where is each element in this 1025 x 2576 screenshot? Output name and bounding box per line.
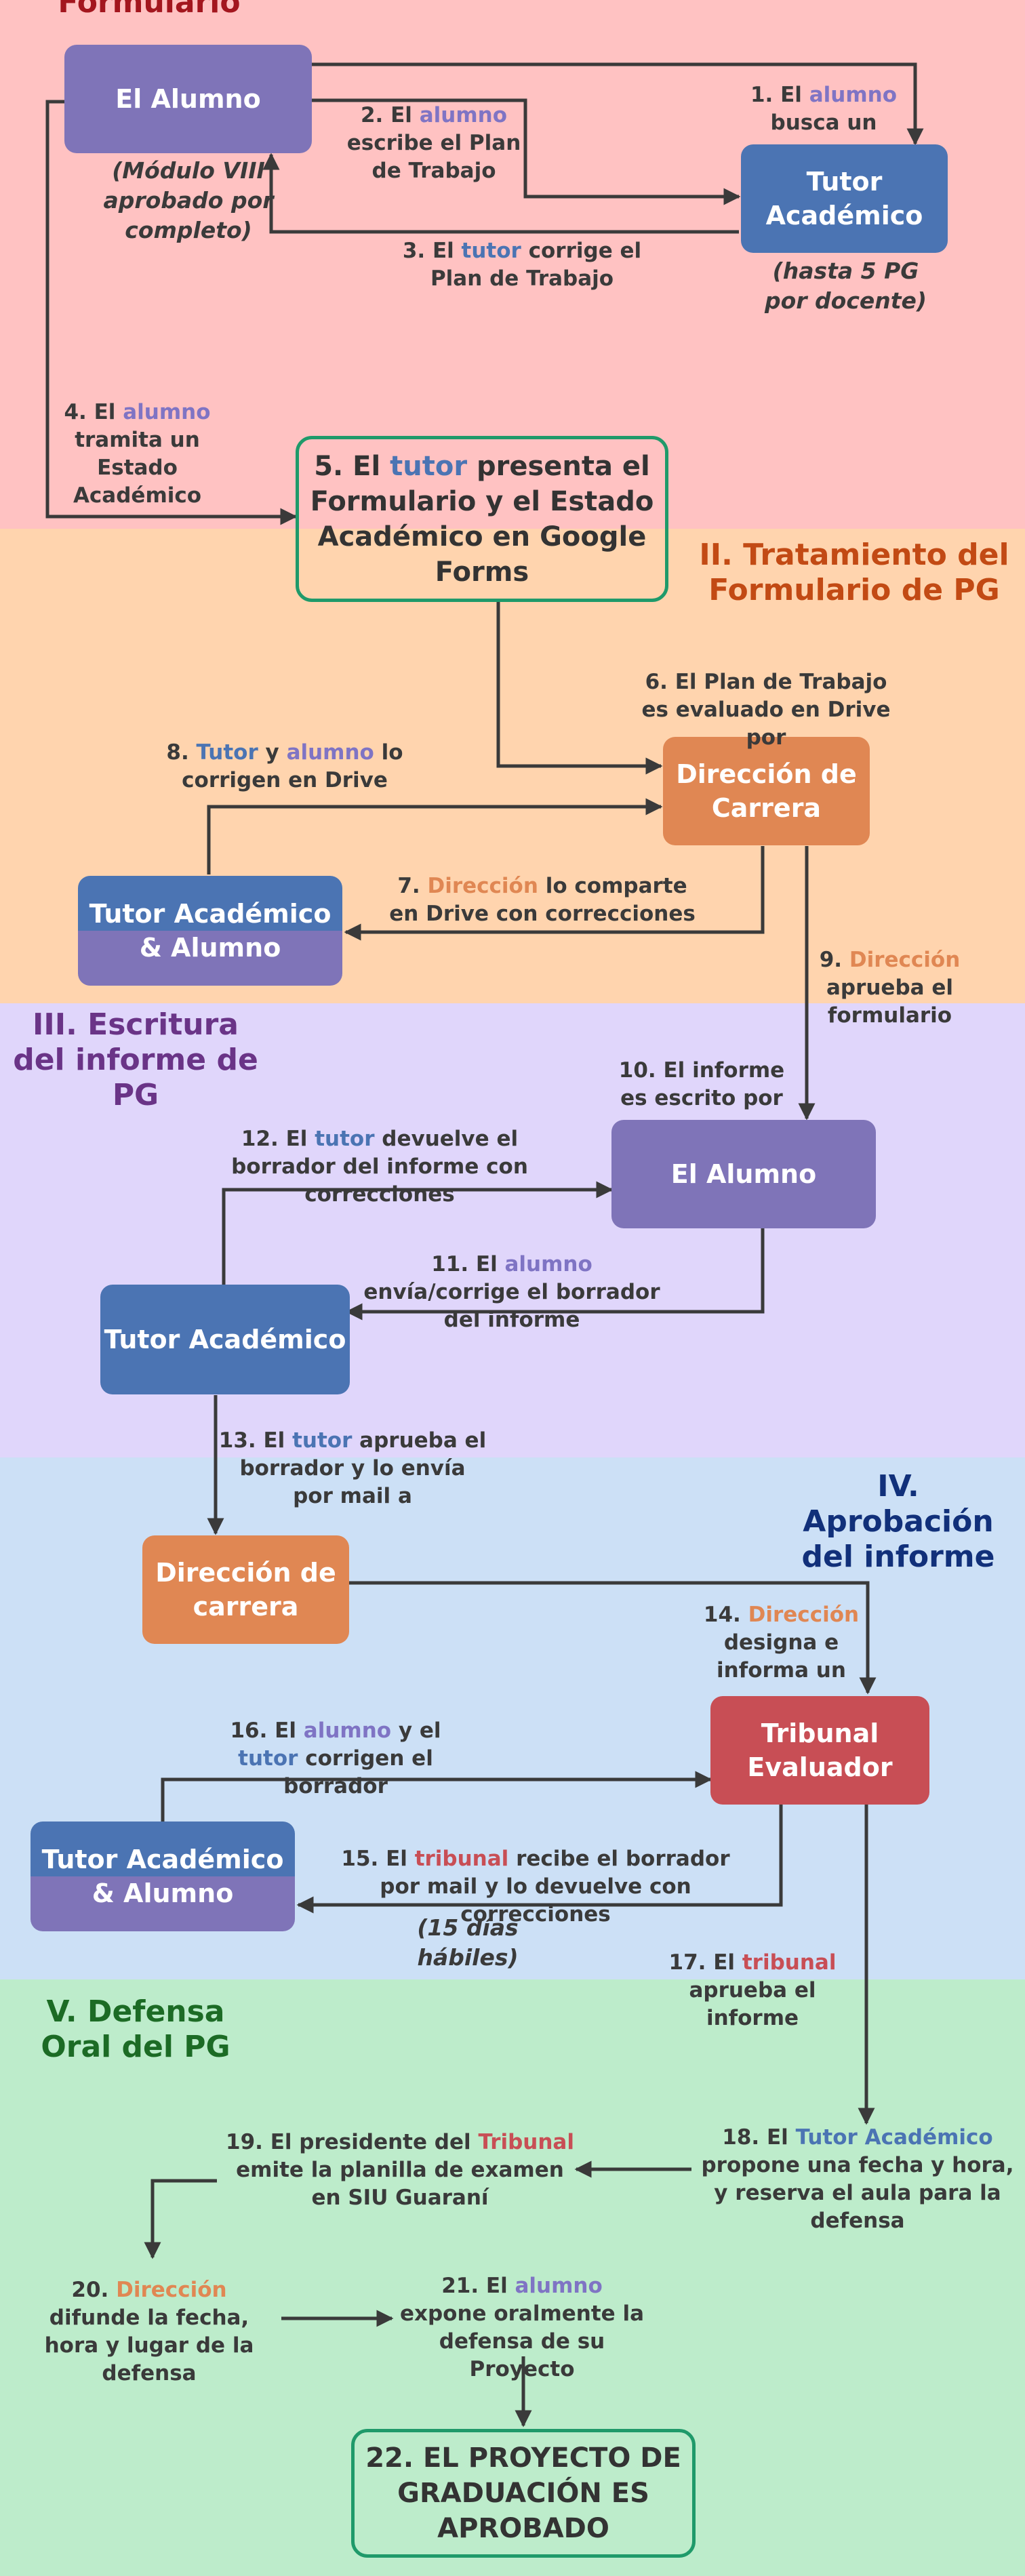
label-step-8: 8. Tutor y alumno lo corrigen en Drive <box>166 740 403 792</box>
node-proyecto-aprobado: 22. EL PROYECTO DE GRADUACIÓN ES APROBAD… <box>351 2429 696 2558</box>
node-tutor-alumno-1: Tutor Académico & Alumno <box>78 876 342 986</box>
section-title-formulario: Formulario <box>58 0 241 20</box>
arrow-4 <box>45 100 298 525</box>
label-step-13: 13. El tutor aprueba el borrador y lo en… <box>218 1428 487 1508</box>
arrow-8 <box>207 798 663 874</box>
node-tribunal-evaluador: Tribunal Evaluador <box>710 1696 929 1805</box>
arrow-16 <box>161 1771 712 1822</box>
label-step-1: 1. El alumno busca un <box>750 83 898 135</box>
label-step-14: 14. Dirección designa e informa un <box>703 1603 860 1683</box>
label-step-9: 9. Dirección aprueba el formulario <box>819 948 961 1028</box>
label-step-12: 12. El tutor devuelve el borrador del in… <box>231 1127 528 1207</box>
arrow-5 <box>496 602 663 775</box>
arrow-19 <box>144 2179 217 2259</box>
label-step-6: 6. El Plan de Trabajo es evaluado en Dri… <box>641 670 891 750</box>
arrow-7 <box>344 846 765 941</box>
node-tutor-academico-2: Tutor Académico <box>100 1285 350 1394</box>
node-tutor-academico-1: Tutor Académico <box>741 144 948 253</box>
label-step-3: 3. El tutor corrige el Plan de Trabajo <box>402 239 642 291</box>
node-el-alumno-2: El Alumno <box>611 1120 876 1228</box>
section-band-defensa <box>0 1979 1025 2576</box>
label-step-15-note: (15 días hábiles) <box>417 1914 519 1971</box>
label-step-16: 16. El alumno y el tutor corrigen el bor… <box>230 1718 441 1798</box>
node-el-alumno-1: El Alumno <box>64 45 312 153</box>
node-formulario: 5. El tutor presenta el Formulario y el … <box>296 436 668 602</box>
label-step-4: 4. El alumno tramita un Estado Académico <box>64 400 211 508</box>
tutor-note: (hasta 5 PG por docente) <box>764 258 927 314</box>
node-tutor-part: Tutor Académico <box>78 876 342 931</box>
arrow-11 <box>345 1228 765 1321</box>
alumno-note: (Módulo VIII aprobado por completo) <box>103 157 274 243</box>
node-alumno-part: & Alumno <box>78 931 342 986</box>
label-step-18: 18. El Tutor Académico propone una fecha… <box>701 2125 1014 2233</box>
node-alumno-part: & Alumno <box>31 1876 295 1931</box>
arrow-1 <box>312 62 924 146</box>
section-title-tratamiento: II. Tratamiento del Formulario de PG <box>699 538 1009 607</box>
arrow-15 <box>296 1805 783 1914</box>
arrow-3 <box>262 153 739 234</box>
arrow-12 <box>222 1181 614 1285</box>
node-direccion-de-carrera-1: Dirección de Carrera <box>663 737 870 845</box>
label-step-19: 19. El presidente del Tribunal emite la … <box>226 2130 574 2210</box>
arrow-14 <box>349 1581 877 1695</box>
section-title-defensa: V. Defensa Oral del PG <box>41 1994 230 2064</box>
section-title-escritura: III. Escritura del informe de PG <box>13 1007 258 1112</box>
arrow-2 <box>312 98 741 205</box>
label-step-11: 11. El alumno envía/corrige el borrador … <box>363 1252 660 1332</box>
node-direccion-de-carrera-2: Dirección de carrera <box>142 1535 349 1644</box>
label-step-15: 15. El tribunal recibe el borrador por m… <box>341 1847 730 1927</box>
label-step-20: 20. Dirección difunde la fecha, hora y l… <box>44 2278 254 2386</box>
node-tutor-part: Tutor Académico <box>31 1822 295 1876</box>
label-step-2: 2. El alumno escribe el Plan de Trabajo <box>346 103 521 183</box>
label-step-21: 21. El alumno expone oralmente la defens… <box>399 2274 645 2381</box>
label-step-17: 17. El tribunal aprueba el informe <box>668 1950 837 2030</box>
label-step-7: 7. Dirección lo comparte en Drive con co… <box>389 874 696 926</box>
label-step-10: 10. El informe es escrito por <box>618 1058 785 1110</box>
node-tutor-alumno-2: Tutor Académico & Alumno <box>31 1822 295 1931</box>
section-title-aprobacion: IV. Aprobación del informe <box>801 1469 995 1574</box>
